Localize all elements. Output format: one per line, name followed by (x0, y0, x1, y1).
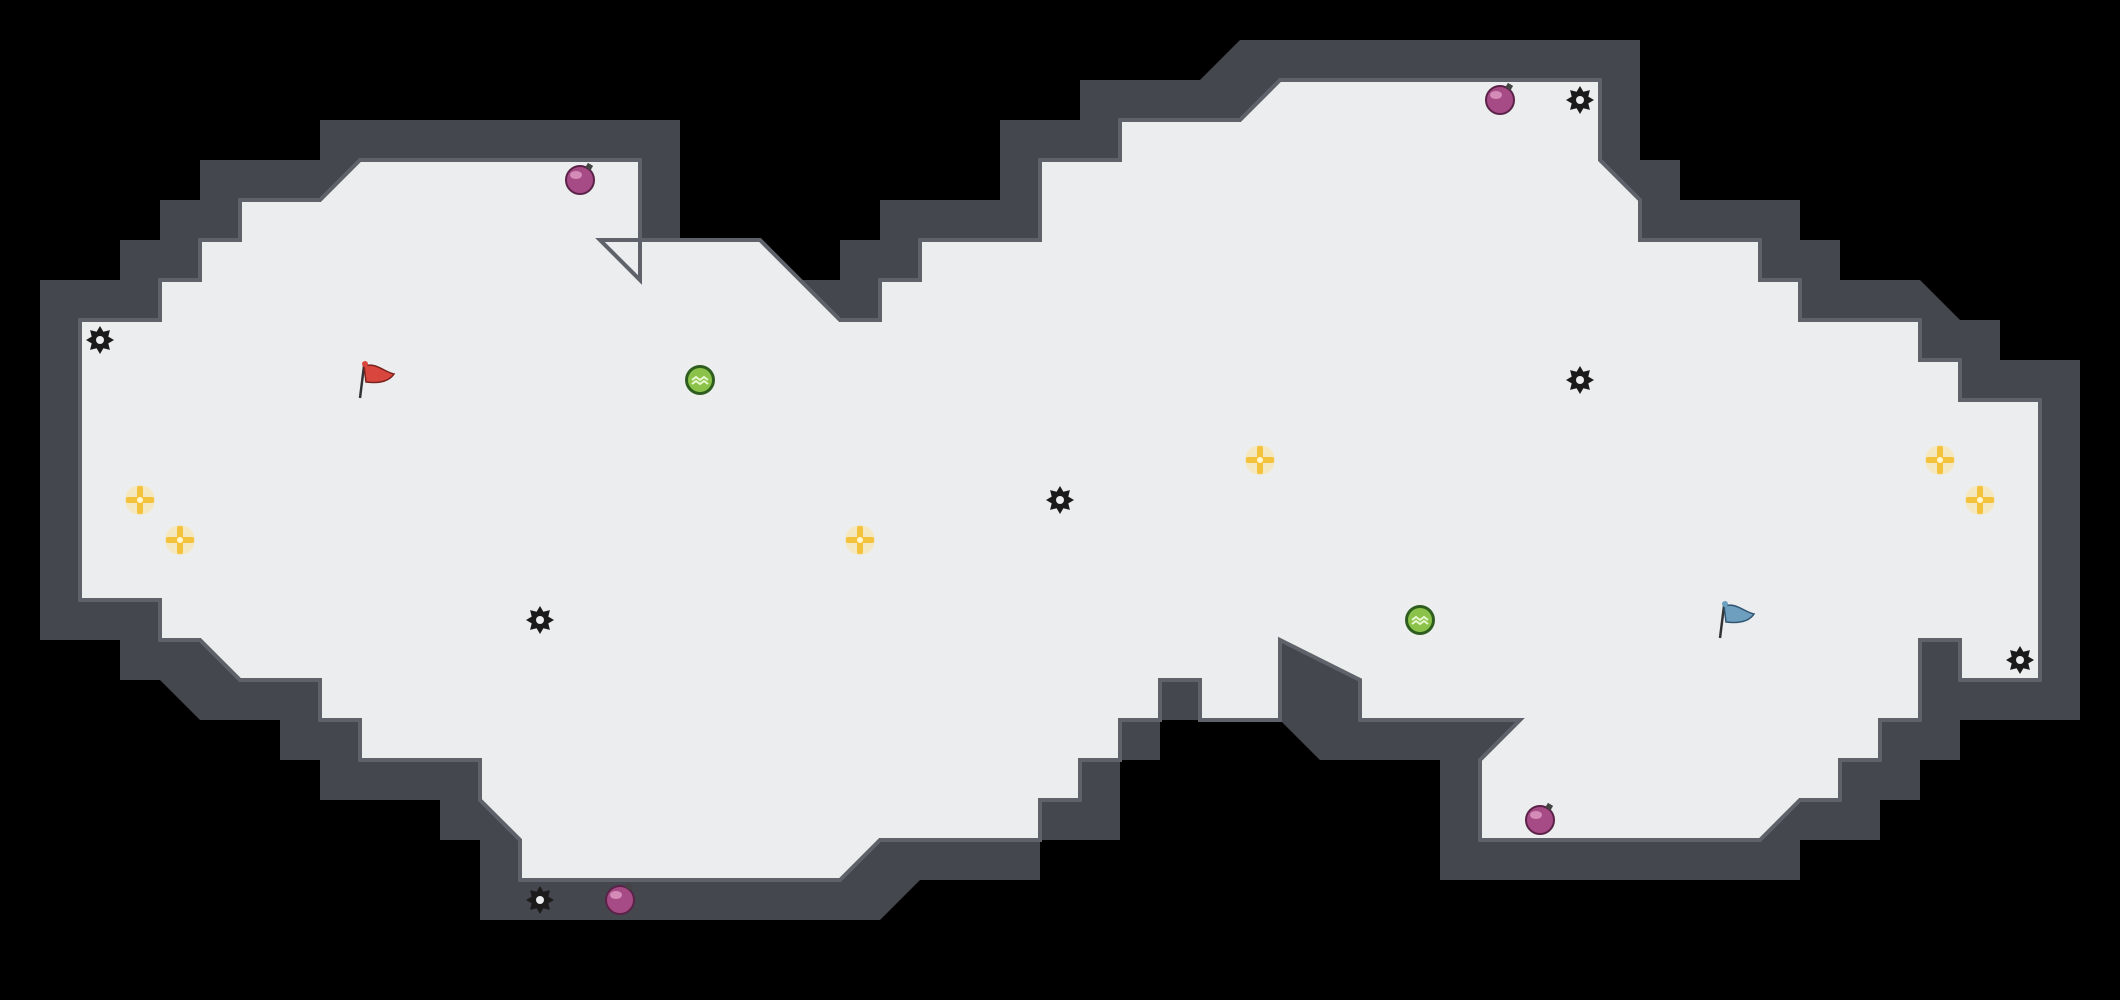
powerups-layer (685, 365, 1435, 635)
powerup-icon (685, 365, 715, 395)
boost-icon (1245, 445, 1275, 475)
blue-flag-icon (1723, 604, 1756, 624)
spike-icon (2006, 646, 2034, 674)
boost-icon (165, 525, 195, 555)
flag-knob (1722, 601, 1728, 607)
spikes-layer (86, 86, 2034, 914)
spike-icon (526, 606, 554, 634)
spike-icon (526, 886, 554, 914)
boosts-layer (125, 445, 1995, 555)
spike-icon (1566, 366, 1594, 394)
spike-icon (86, 326, 114, 354)
boost-icon (125, 485, 155, 515)
flag-pole (1718, 605, 1726, 639)
spike-icon (1566, 86, 1594, 114)
flag-knob (362, 361, 368, 367)
spike-icon (1046, 486, 1074, 514)
flag-pole (358, 365, 366, 399)
red-flag[interactable] (358, 361, 396, 399)
boost-icon (845, 525, 875, 555)
blue-flag[interactable] (1718, 601, 1756, 639)
bombs-layer (565, 82, 1555, 915)
boost-icon (1965, 485, 1995, 515)
boost-icon (1925, 445, 1955, 475)
powerup-icon (1405, 605, 1435, 635)
red-flag-icon (363, 364, 396, 384)
bomb-icon (1525, 802, 1555, 835)
wall-wedge (1240, 640, 1520, 760)
